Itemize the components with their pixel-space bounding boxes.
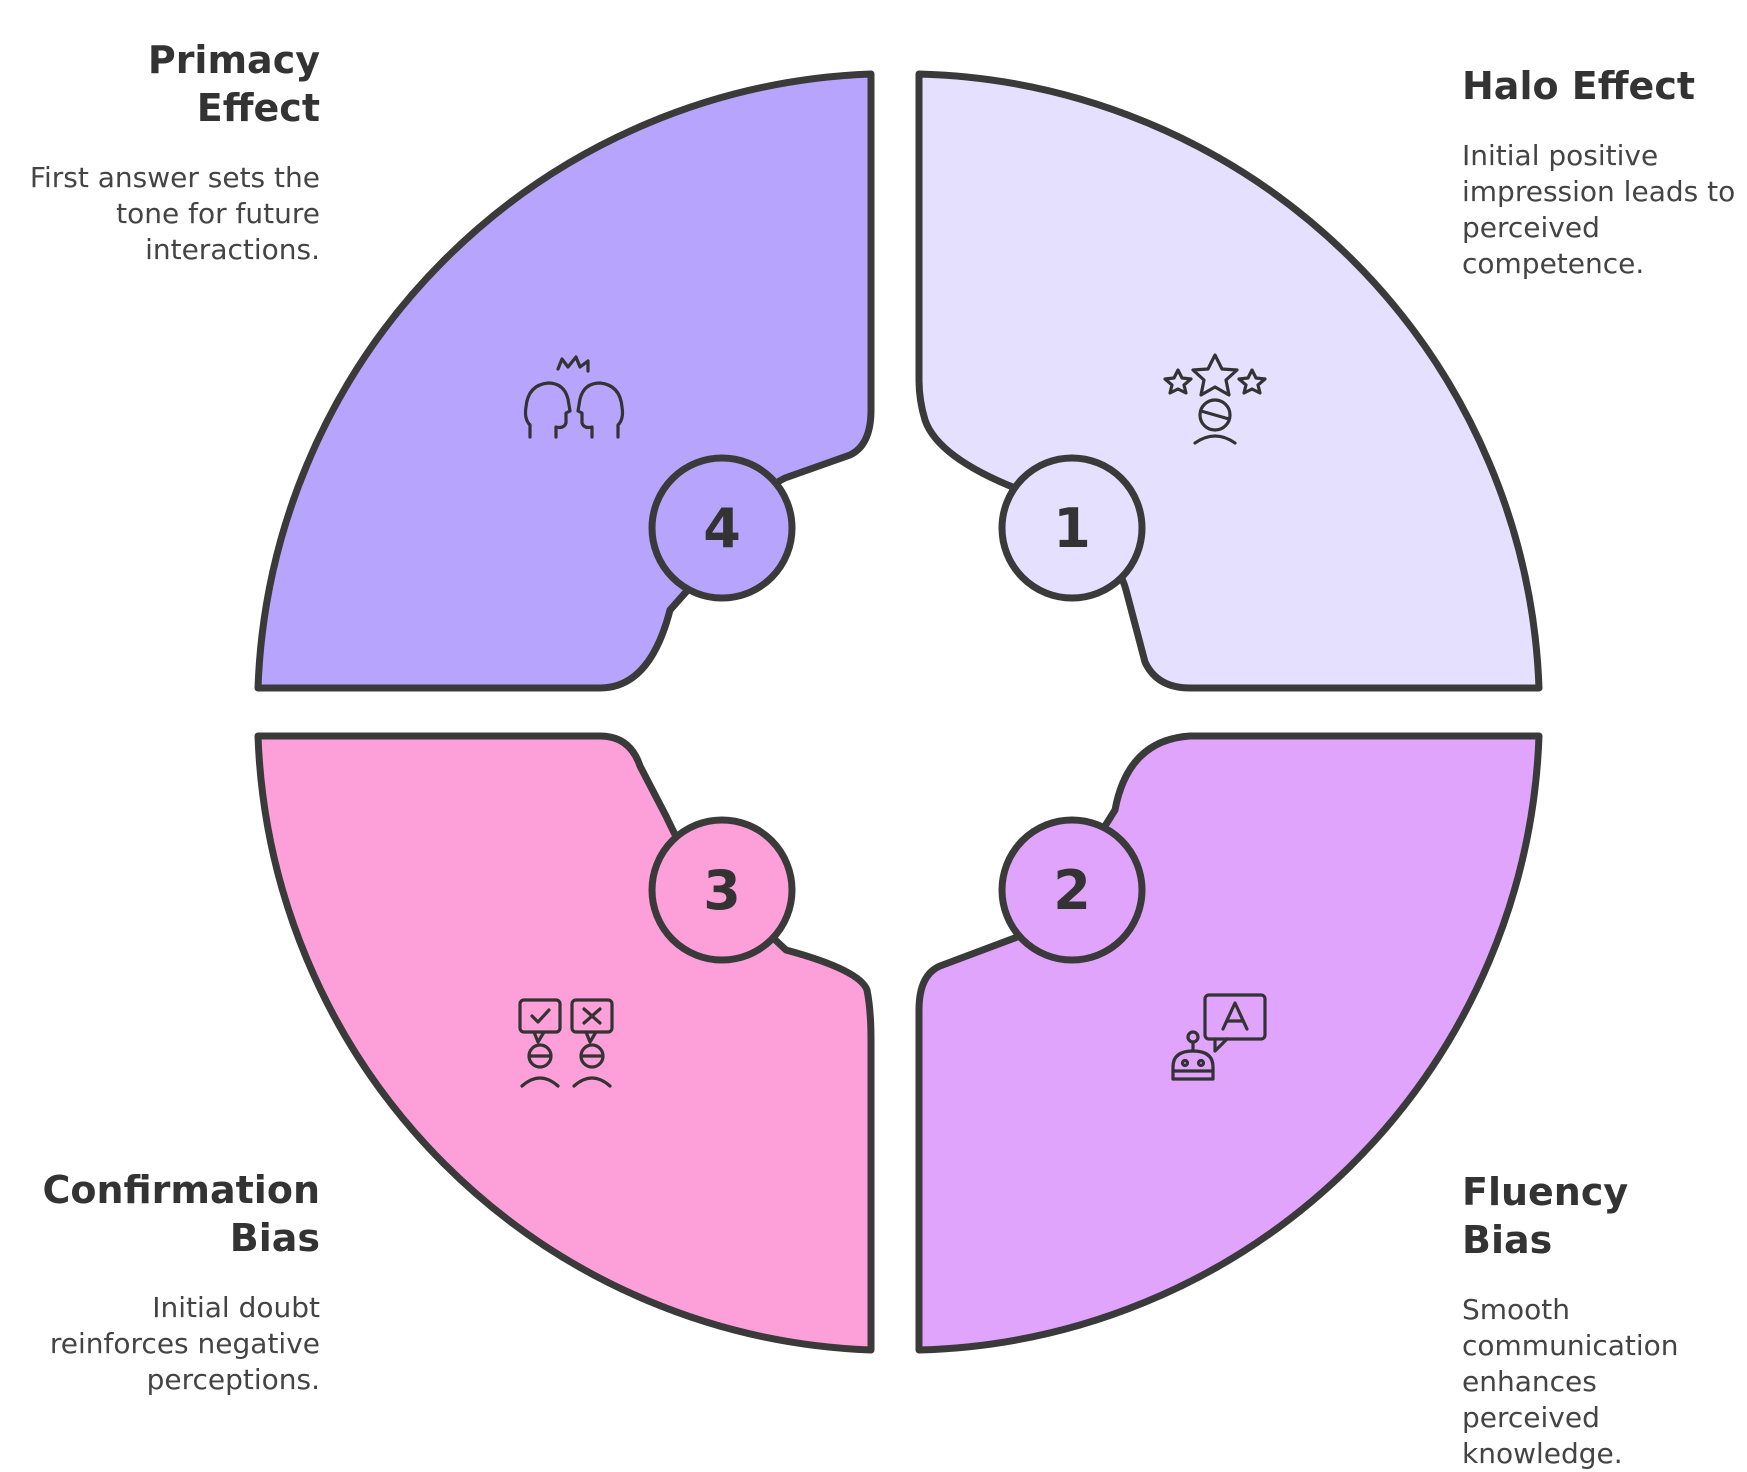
label-halo-effect: Halo Effect Initial positive impression …	[1462, 62, 1747, 282]
two-heads-burst-icon	[523, 355, 625, 439]
segment-description: Smooth communication enhances perceived …	[1462, 1293, 1679, 1470]
step-number-4: 4	[703, 497, 741, 560]
segment-title: Fluency Bias	[1462, 1170, 1629, 1262]
step-number-1: 1	[1053, 497, 1091, 560]
segment-description: First answer sets the tone for future in…	[29, 161, 320, 266]
step-circle-1: 1	[998, 454, 1146, 602]
quadrant-4	[254, 70, 875, 692]
label-primacy-effect: Primacy Effect First answer sets the ton…	[20, 36, 320, 268]
segment-title: Halo Effect	[1462, 64, 1696, 108]
step-number-3: 3	[703, 859, 741, 922]
label-confirmation-bias: Confirmation Bias Initial doubt reinforc…	[20, 1166, 320, 1398]
segment-title: Confirmation Bias	[42, 1168, 320, 1260]
people-check-cross-icon	[518, 998, 614, 1088]
quadrant-2	[915, 732, 1543, 1354]
segment-title: Primacy Effect	[147, 38, 320, 130]
step-circle-4: 4	[648, 454, 796, 602]
person-with-stars-icon	[1163, 353, 1267, 445]
quadrant-1	[915, 70, 1543, 692]
segment-description: Initial positive impression leads to per…	[1462, 139, 1736, 280]
segment-description: Initial doubt reinforces negative percep…	[49, 1291, 320, 1396]
step-circle-3: 3	[648, 816, 796, 964]
quadrant-3	[254, 732, 875, 1354]
label-fluency-bias: Fluency Bias Smooth communication enhanc…	[1462, 1168, 1722, 1472]
step-circle-2: 2	[998, 816, 1146, 964]
robot-speech-bubble-icon	[1171, 993, 1267, 1081]
step-number-2: 2	[1053, 859, 1091, 922]
